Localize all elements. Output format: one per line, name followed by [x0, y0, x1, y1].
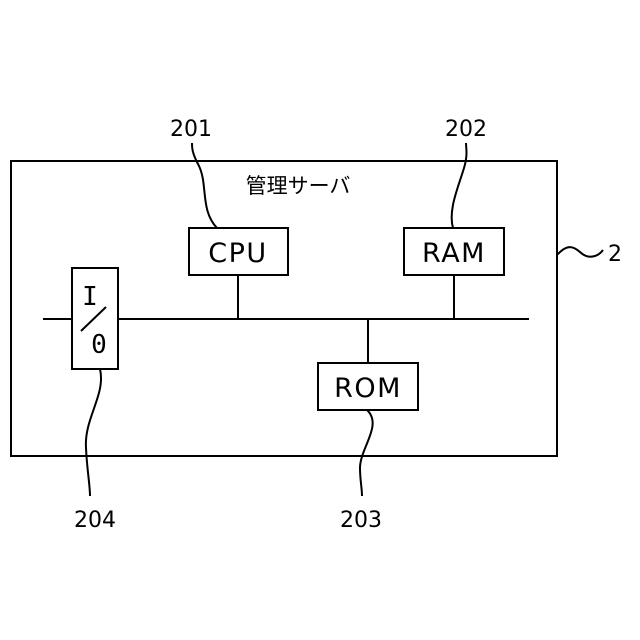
ref-203: 203: [340, 508, 382, 533]
io-label-top: I: [82, 282, 98, 312]
leader-2: [557, 247, 603, 257]
server-title: 管理サーバ: [246, 174, 351, 198]
io-label-bottom: 0: [91, 330, 107, 360]
cpu-label: CPU: [208, 238, 267, 269]
ref-204: 204: [74, 508, 116, 533]
ram-label: RAM: [422, 238, 486, 269]
ref-201: 201: [170, 117, 212, 142]
ref-2: 2: [608, 242, 622, 267]
ref-202: 202: [445, 117, 487, 142]
rom-label: ROM: [334, 373, 402, 404]
